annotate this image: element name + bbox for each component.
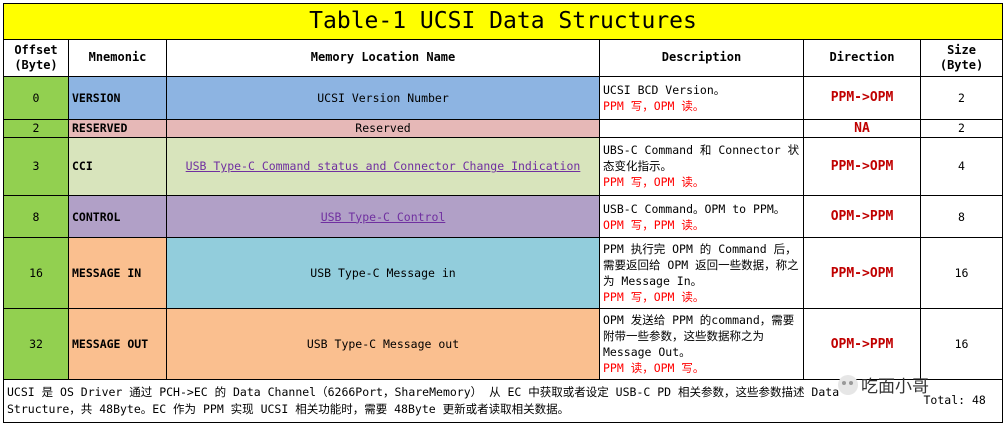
description-cell: UCSI BCD Version。PPM 写，OPM 读。 [599, 76, 804, 120]
wechat-icon [838, 374, 858, 395]
description-cell: USB-C Command。OPM to PPM。OPM 写，PPM 读。 [599, 194, 804, 239]
mnemonic-cell: CCI [68, 136, 167, 196]
header-offset: Offset (Byte) [3, 38, 69, 78]
description-text: UCSI BCD Version。 [603, 82, 726, 97]
location-link[interactable]: USB Type-C Control [320, 209, 446, 224]
location-cell: USB Type-C Message out [166, 308, 600, 381]
direction-cell: PPM->OPM [803, 76, 921, 120]
size-cell: 2 [919, 76, 1004, 120]
direction-cell: PPM->OPM [803, 237, 921, 310]
header-direction: Direction [803, 38, 921, 78]
mnemonic-cell: MESSAGE OUT [68, 308, 167, 381]
size-cell: 4 [919, 136, 1004, 196]
mnemonic-cell: CONTROL [68, 194, 167, 239]
access-note: OPM 写，PPM 读。 [603, 217, 705, 232]
mnemonic-cell: RESERVED [68, 118, 167, 138]
offset-cell: 16 [3, 237, 69, 310]
watermark: 吃面小哥 [838, 372, 929, 397]
total-size: Total: 48 [920, 379, 1004, 423]
direction-cell: OPM->PPM [803, 194, 921, 239]
offset-cell: 0 [3, 76, 69, 120]
description-text: PPM 执行完 OPM 的 Command 后，需要返回给 OPM 返回一些数据… [603, 242, 799, 289]
offset-cell: 2 [3, 118, 69, 138]
table-row: 2 RESERVED Reserved NA 2 [3, 118, 1004, 138]
table-row: 3 CCI USB Type-C Command status and Conn… [3, 136, 1004, 196]
size-cell: 16 [919, 308, 1004, 381]
description-text: OPM 发送给 PPM 的command，需要附带一些参数，这些数据称之为 Me… [603, 313, 795, 360]
offset-cell: 32 [3, 308, 69, 381]
table-row: 32 MESSAGE OUT USB Type-C Message out OP… [3, 308, 1004, 381]
direction-cell: OPM->PPM [803, 308, 921, 381]
location-cell: UCSI Version Number [166, 76, 600, 120]
mnemonic-cell: VERSION [68, 76, 167, 120]
access-note: PPM 写，OPM 读。 [603, 98, 705, 113]
offset-cell: 8 [3, 194, 69, 239]
description-cell: OPM 发送给 PPM 的command，需要附带一些参数，这些数据称之为 Me… [599, 308, 804, 381]
size-cell: 2 [919, 118, 1004, 138]
table-footer: UCSI 是 OS Driver 通过 PCH->EC 的 Data Chann… [3, 379, 1004, 423]
header-memory-location: Memory Location Name [166, 38, 600, 78]
direction-cell: NA [803, 118, 921, 138]
header-size: Size (Byte) [919, 38, 1004, 78]
description-text: UBS-C Command 和 Connector 状态变化指示。 [603, 143, 800, 174]
size-cell: 16 [919, 237, 1004, 310]
location-link[interactable]: USB Type-C Command status and Connector … [185, 159, 581, 174]
direction-cell: PPM->OPM [803, 136, 921, 196]
table-row: 8 CONTROL USB Type-C Control USB-C Comma… [3, 194, 1004, 239]
location-cell: Reserved [166, 118, 600, 138]
table-title: Table-1 UCSI Data Structures [2, 3, 1004, 40]
location-cell: USB Type-C Command status and Connector … [166, 136, 600, 196]
ucsi-data-structures-table: Table-1 UCSI Data Structures Offset (Byt… [2, 3, 1004, 423]
header-description: Description [599, 38, 804, 78]
description-cell: PPM 执行完 OPM 的 Command 后，需要返回给 OPM 返回一些数据… [599, 237, 804, 310]
location-cell: USB Type-C Control [166, 194, 600, 239]
size-cell: 8 [919, 194, 1004, 239]
table-row: 16 MESSAGE IN USB Type-C Message in PPM … [3, 237, 1004, 310]
location-cell: USB Type-C Message in [166, 237, 600, 310]
access-note: PPM 写，OPM 读。 [603, 175, 705, 190]
description-cell [599, 118, 804, 138]
mnemonic-cell: MESSAGE IN [68, 237, 167, 310]
access-note: PPM 读，OPM 写。 [603, 361, 705, 376]
watermark-text: 吃面小哥 [861, 377, 929, 397]
table-row: 0 VERSION UCSI Version Number UCSI BCD V… [3, 76, 1004, 120]
description-text: USB-C Command。OPM to PPM。 [603, 201, 786, 216]
header-mnemonic: Mnemonic [68, 38, 167, 78]
access-note: PPM 写，OPM 读。 [603, 290, 705, 305]
footer-note: UCSI 是 OS Driver 通过 PCH->EC 的 Data Chann… [3, 379, 921, 423]
description-cell: UBS-C Command 和 Connector 状态变化指示。PPM 写，O… [599, 136, 804, 196]
offset-cell: 3 [3, 136, 69, 196]
